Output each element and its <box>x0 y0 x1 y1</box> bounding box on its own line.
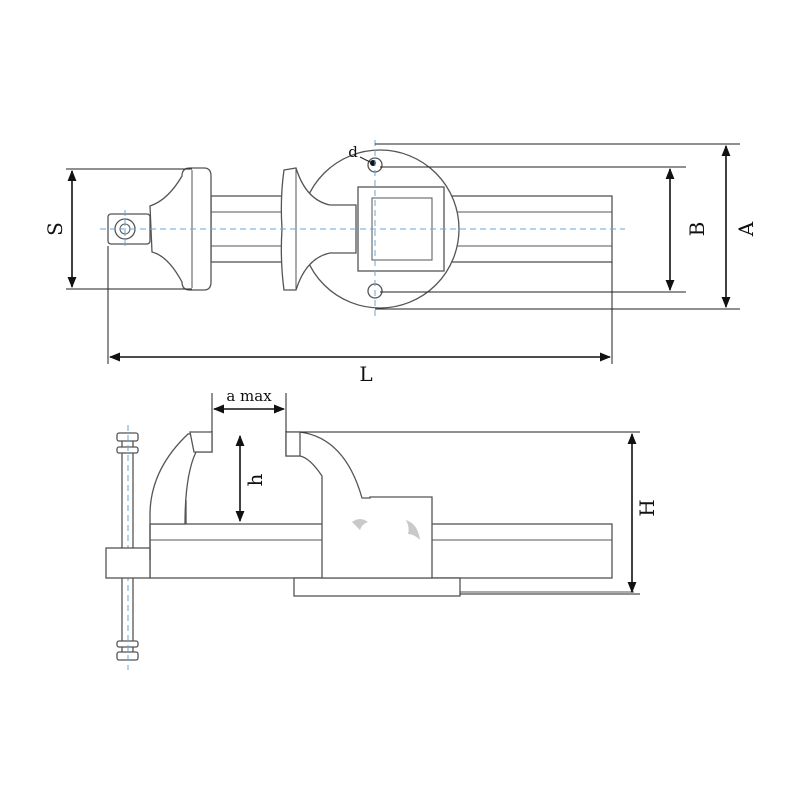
label-l: L <box>359 362 372 386</box>
d-leader <box>359 156 373 164</box>
top-view: S B A d L <box>43 140 758 386</box>
jaw-insert-right <box>285 431 301 457</box>
side-view: a max h H <box>105 387 659 670</box>
jaw-insert-left <box>189 431 213 453</box>
fixed-jaw-side <box>285 431 433 579</box>
label-h-total: H <box>635 499 659 516</box>
label-d: d <box>348 143 358 161</box>
label-a-max: a max <box>226 387 272 405</box>
screw-hub <box>105 547 151 579</box>
fixed-jaw <box>280 167 357 291</box>
label-b: B <box>685 222 709 237</box>
label-a: A <box>734 221 758 237</box>
emboss-mark-right <box>406 520 420 540</box>
emboss-mark-left <box>352 519 368 530</box>
base-plate <box>293 577 461 597</box>
label-s: S <box>43 222 67 236</box>
label-h: h <box>243 473 267 486</box>
